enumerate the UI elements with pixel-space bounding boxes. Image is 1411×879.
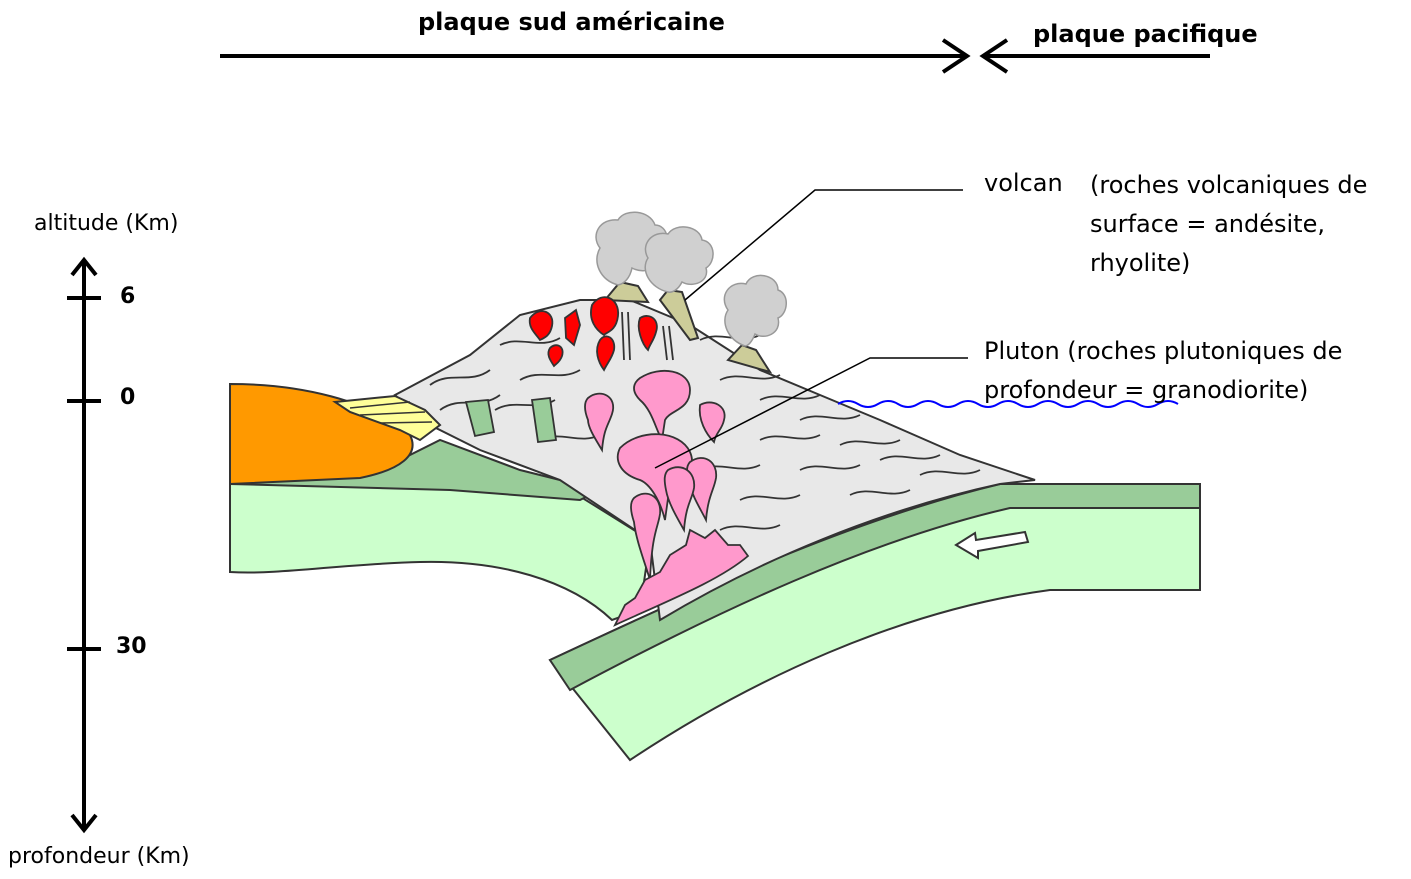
volcano-description-line-2: surface = andésite, [1090,205,1325,244]
pacific-plate-label: plaque pacifique [1033,20,1258,48]
pluton-label-line-2: profondeur = granodiorite) [984,371,1308,410]
tick-label-30: 30 [116,634,147,659]
volcano-label: volcan [984,164,1063,203]
altitude-axis-label: altitude (Km) [34,211,178,236]
smoke-plume [724,275,786,346]
south-american-plate-label: plaque sud américaine [418,8,725,36]
volcano-description-line-1: (roches volcaniques de [1090,166,1367,205]
overriding-lithosphere [230,484,650,620]
pluton-label-line-1: Pluton (roches plutoniques de [984,332,1342,371]
tick-label-0: 0 [120,385,135,410]
smoke-plume [645,227,713,292]
volcano-description-line-3: rhyolite) [1090,244,1190,283]
depth-axis [67,260,101,830]
volcano-leader-line [685,190,963,300]
tick-label-6: 6 [120,284,135,309]
depth-axis-label: profondeur (Km) [8,844,190,869]
